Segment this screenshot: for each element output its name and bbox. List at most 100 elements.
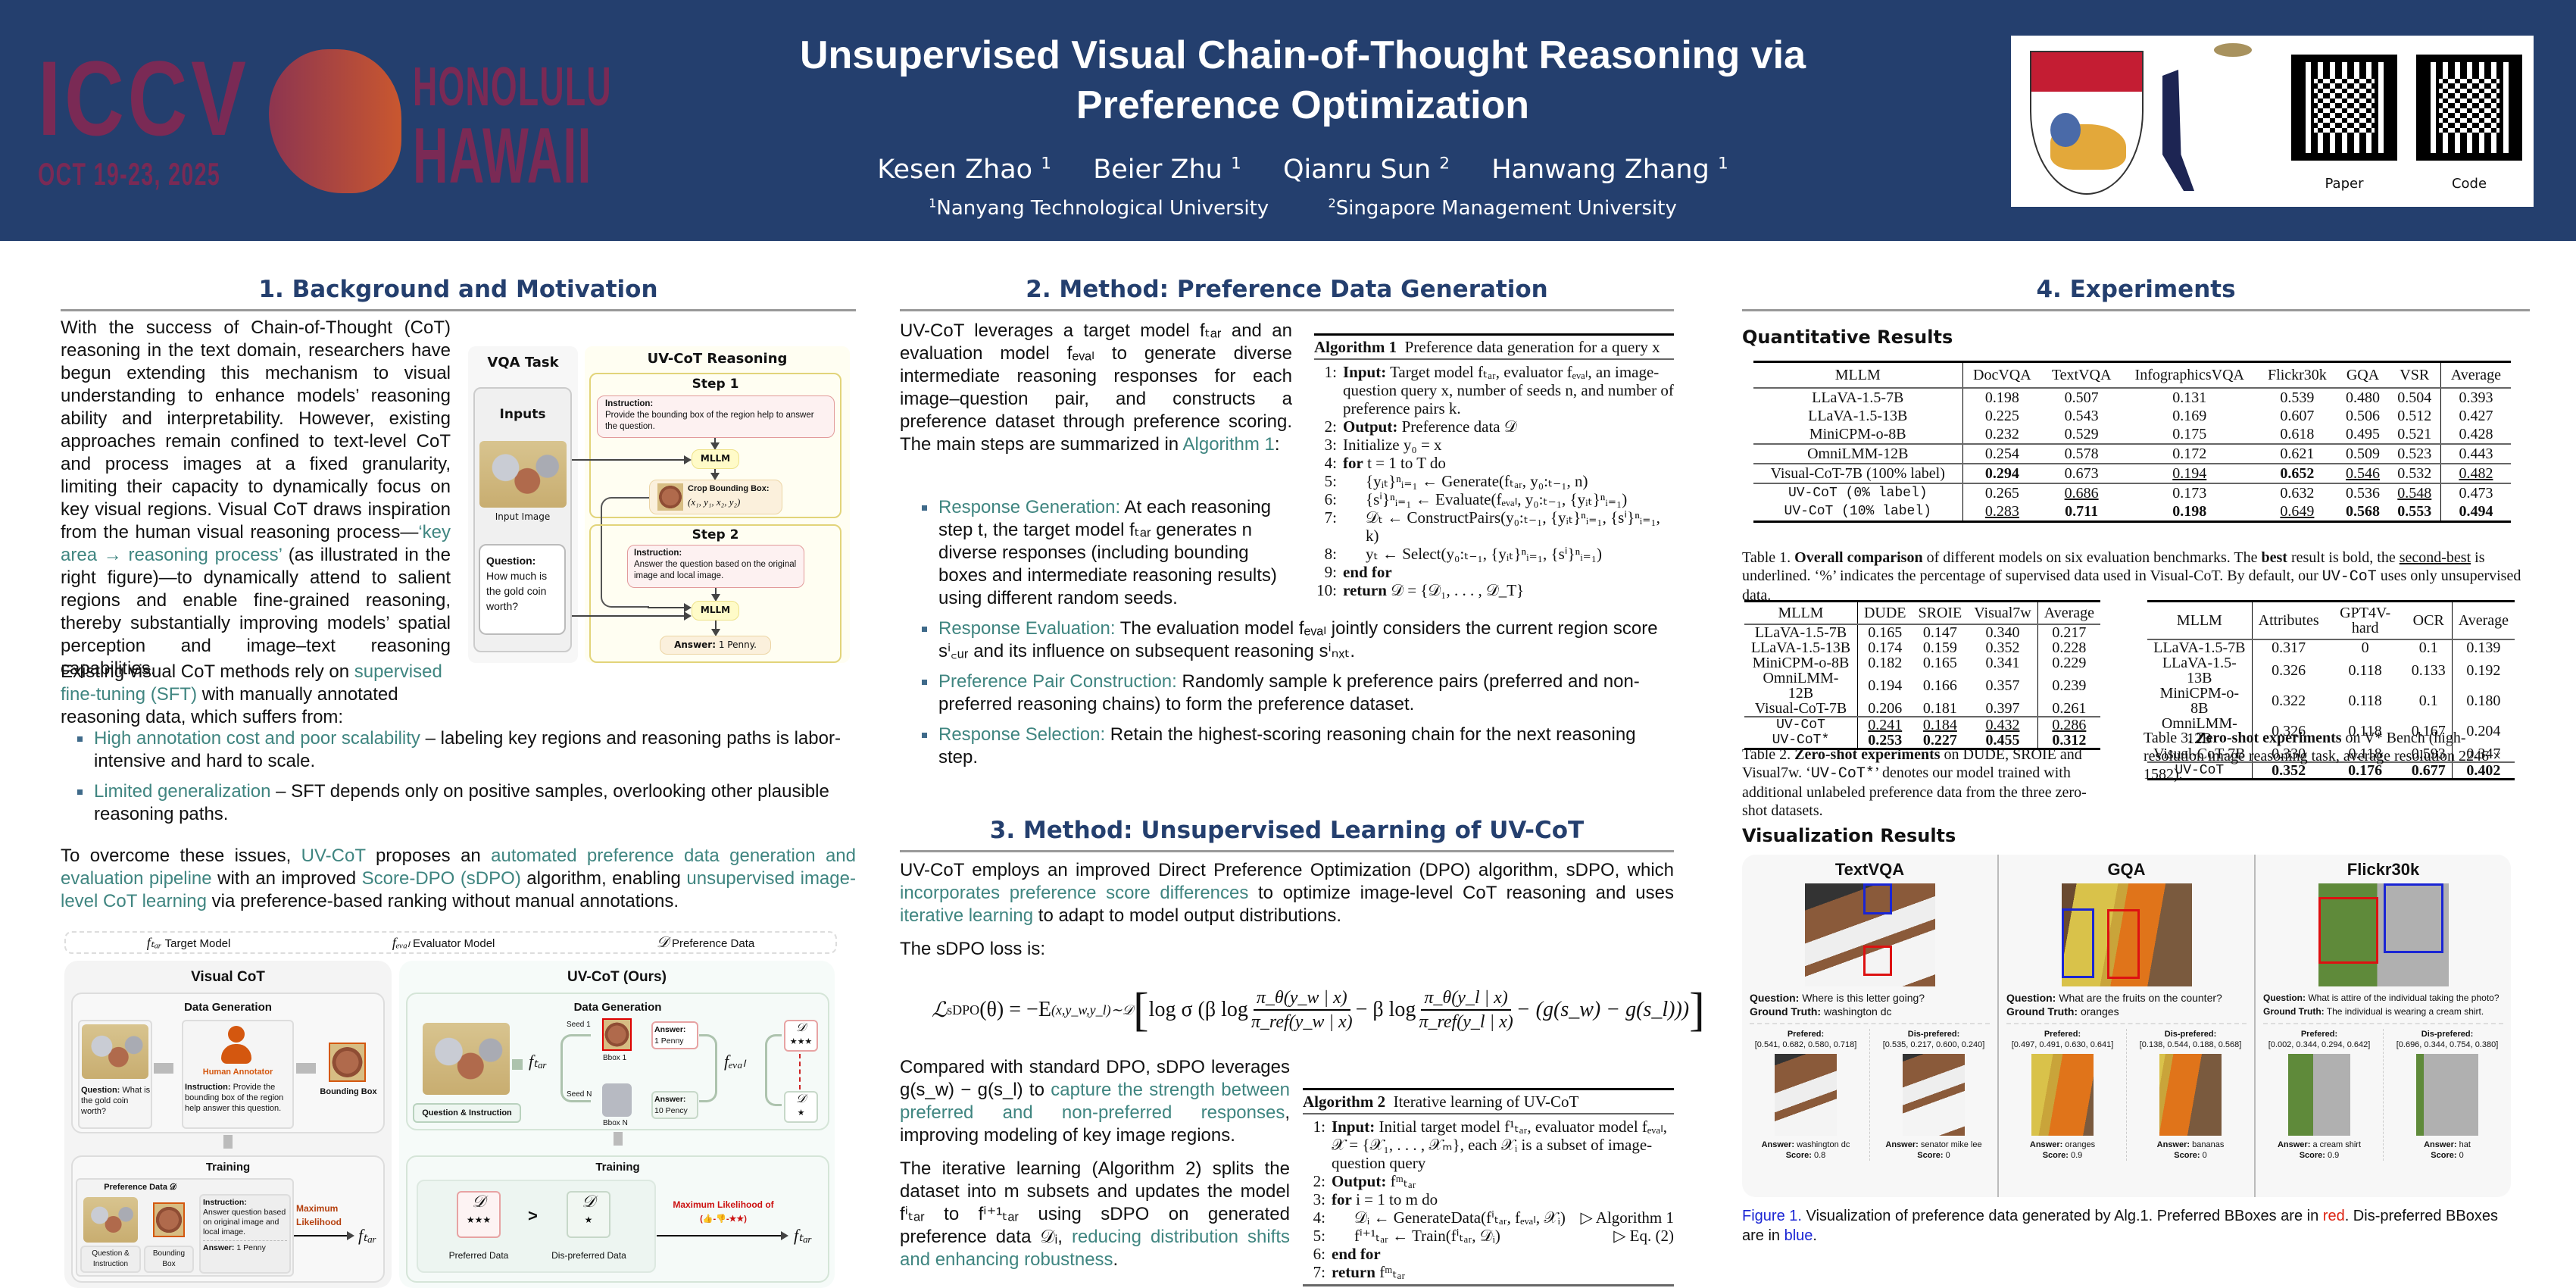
table-cell: 0.607: [2280, 408, 2315, 424]
text-segment: Existing visual CoT methods rely on: [61, 661, 354, 682]
limitations-list: High annotation cost and poor scalabilit…: [76, 727, 856, 833]
table-cell: 0.443: [2440, 443, 2511, 464]
table-cell: 0.184: [1912, 716, 1969, 733]
preferred-data-card: 𝒟★★★: [457, 1191, 501, 1238]
table-cell: 0.357: [1968, 671, 2038, 701]
text-segment: Response Selection:: [938, 724, 1106, 745]
column-header: GPT4V-hard: [2325, 600, 2406, 640]
answer-box: Answer: 1 Penny.: [660, 636, 771, 655]
table-cell: 0.118: [2348, 662, 2382, 679]
crop-image: [2288, 1054, 2350, 1136]
pref-sample: Prefered:[0.541, 0.682, 0.580, 0.718] An…: [1742, 1029, 1870, 1161]
text-segment: supervised fine-tuning (SFT): [61, 661, 442, 705]
column-header: MLLM: [2147, 600, 2253, 640]
crop-bbox-box: Crop Bounding Box: (x₁, y₁, x₂, y₂): [649, 480, 782, 514]
table-cell: 0.352: [2252, 761, 2325, 780]
dispreferred-bbox: [1863, 883, 1892, 914]
visual-cot-data-generation-title: Data Generation: [184, 1001, 272, 1014]
table-cell: LLaVA-1.5-7B: [2147, 639, 2253, 655]
table-cell: 0.225: [1984, 408, 2019, 424]
visualization-panel-flickr30k: Flickr30k Question: What is attire of th…: [2256, 855, 2511, 1197]
text-segment: UV-CoT*: [1810, 765, 1875, 783]
text-segment: best: [2261, 549, 2287, 566]
paper-qr-label: Paper: [2325, 176, 2364, 192]
table-cell: 0.495: [2345, 426, 2380, 442]
logo-panel: Paper Code: [2011, 36, 2534, 207]
paper-qr-code[interactable]: [2291, 55, 2397, 161]
text-segment: proposes an: [365, 846, 492, 866]
step-1-title: Step 1: [692, 377, 739, 392]
iterative-learning-paragraph: The iterative learning (Algorithm 2) spl…: [900, 1158, 1290, 1271]
column-header: MLLM: [1753, 361, 1963, 389]
text-segment: Zero-shot experiments: [2196, 730, 2342, 746]
text-segment: is underlined. ‘%’ indicates the percent…: [1742, 549, 2485, 584]
text-segment: blue: [1784, 1227, 1813, 1244]
table-cell: 0.194: [1868, 677, 1903, 694]
algorithm-line: 6:end for: [1313, 1245, 1381, 1263]
table-cell: 0.239: [2052, 677, 2087, 694]
pref-sample: Prefered:[0.002, 0.344, 0.294, 0.642] An…: [2256, 1029, 2384, 1161]
table-cell: 0.176: [2325, 761, 2406, 780]
vqa-uvcot-figure: VQA Task Inputs Input Image Question: Ho…: [466, 330, 856, 663]
column-header: GQA: [2337, 361, 2389, 389]
table-cell: OmniLMM-12B: [1744, 671, 1858, 701]
affiliation: 2Singapore Management University: [1328, 195, 1677, 220]
table-cell: 0.347: [2466, 746, 2501, 762]
table-cell: 0.397: [1968, 701, 2038, 717]
table-1-caption: Table 1. Overall comparison of different…: [1742, 549, 2530, 605]
dispreferred-data-card: 𝒟★: [567, 1191, 610, 1238]
table-cell: 0.180: [2466, 692, 2501, 709]
text-segment: on DUDE, SROIE and Visual7w. ‘: [1742, 746, 2082, 781]
step-2-title: Step 2: [692, 527, 739, 542]
table-cell: 0.139: [2466, 639, 2501, 656]
table-cell: 0.133: [2405, 655, 2453, 686]
visualization-panel-gqa: GQA Question: What are the fruits on the…: [1999, 855, 2256, 1197]
table-cell: 0.326: [2272, 662, 2306, 679]
section-1-divider: [61, 309, 856, 311]
visualization-results-heading: Visualization Results: [1742, 825, 1956, 846]
text-segment: .: [1113, 1249, 1119, 1270]
question-instruction-chip: Question & Instruction: [413, 1103, 521, 1123]
column-header: Average: [2037, 600, 2100, 625]
preferred-bbox: [1863, 945, 1892, 977]
table-cell: 0.632: [2257, 483, 2337, 502]
text-segment: of different models on six evaluation be…: [1922, 549, 2262, 566]
input-image-caption: Input Image: [495, 511, 551, 522]
table-cell: 0.621: [2257, 443, 2337, 464]
text-segment: At each reasoning step t, the target mod…: [938, 497, 1277, 608]
section-1-proposal-paragraph: To overcome these issues, UV-CoT propose…: [61, 845, 856, 913]
visualization-panel-textvqa: TextVQA Question: Where is this letter g…: [1742, 855, 1999, 1197]
table-cell: MiniCPM-o-8B: [1744, 655, 1858, 671]
code-qr-code[interactable]: [2416, 55, 2522, 161]
text-segment: Algorithm 1: [1182, 434, 1275, 455]
text-segment: iterative learning: [900, 905, 1034, 926]
table-cell: 0.504: [2388, 388, 2441, 407]
column-header: OCR: [2405, 600, 2453, 640]
text-segment: ’ denotes our model trained with additio…: [1742, 764, 2087, 819]
text-segment: .: [1813, 1227, 1817, 1244]
text-segment: UV-CoT leverages a target model fₜₐᵣ and…: [900, 320, 1292, 455]
algorithm-line: 2:Output: Preference data 𝒟: [1324, 417, 1517, 436]
author: Hanwang Zhang 1: [1491, 154, 1728, 185]
algorithm-line: 6:{sⁱ}ⁿᵢ₌₁ ← Evaluate(fₑᵥₐₗ, y₀:ₜ₋₁, {yᵢ…: [1324, 490, 1628, 508]
table-3-caption: Table 3. Zero-shot experiments on V* Ben…: [2144, 729, 2515, 783]
text-segment: Table 1.: [1742, 549, 1795, 566]
crop-image: [2159, 1054, 2222, 1136]
table-cell: 0.165: [1922, 655, 1957, 671]
author: Beier Zhu 1: [1093, 154, 1241, 185]
title-line-2: Preference Optimization: [1076, 83, 1530, 127]
section-3-divider: [900, 850, 1674, 852]
text-segment: The iterative learning (Algorithm 2) spl…: [900, 1158, 1290, 1247]
table-cell: 0.169: [2172, 408, 2207, 424]
uvcot-data-generation-title: Data Generation: [573, 1001, 662, 1014]
smu-logo: [2162, 70, 2200, 191]
text-segment: High annotation cost and poor scalabilit…: [94, 728, 420, 749]
table-cell: 0.473: [2440, 483, 2511, 502]
table-cell: 0.206: [1868, 700, 1903, 717]
